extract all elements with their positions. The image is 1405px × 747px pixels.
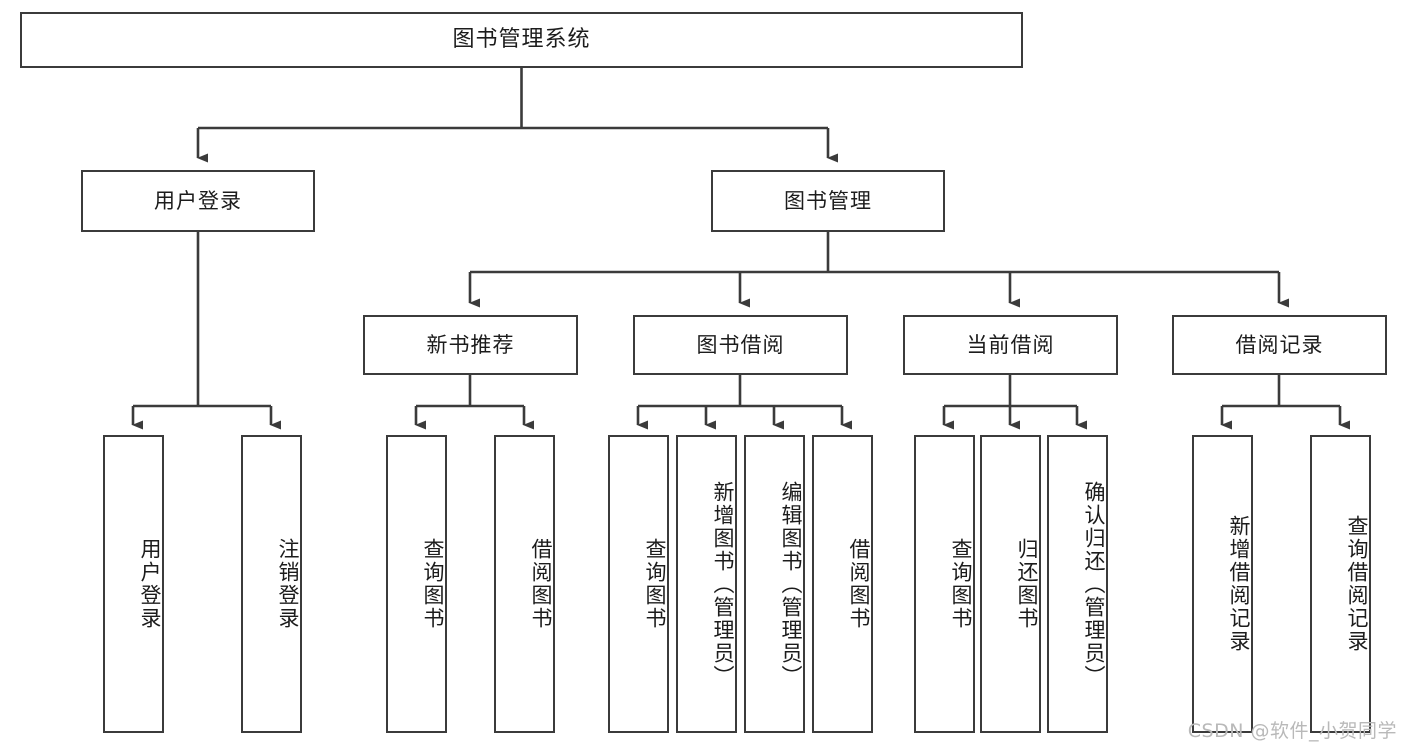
node-root-system[interactable]: 图书管理系统 [20, 12, 1023, 68]
node-leaf-add-book[interactable]: 新增图书（管理员） [676, 435, 737, 733]
node-user-login[interactable]: 用户登录 [81, 170, 315, 232]
node-leaf-return-book-label: 归还图书 [1015, 538, 1039, 630]
node-leaf-edit-book-label: 编辑图书（管理员） [779, 480, 803, 688]
node-leaf-query-borrow-record[interactable]: 查询借阅记录 [1310, 435, 1371, 733]
node-leaf-user-logout-label: 注销登录 [276, 538, 300, 630]
node-book-borrow[interactable]: 图书借阅 [633, 315, 848, 375]
node-leaf-query-book-2-label: 查询图书 [643, 538, 667, 630]
node-leaf-confirm-return-label: 确认归还（管理员） [1082, 480, 1106, 688]
node-leaf-query-book-1-label: 查询图书 [421, 538, 445, 630]
node-leaf-user-login[interactable]: 用户登录 [103, 435, 164, 733]
node-leaf-query-book-3-label: 查询图书 [949, 538, 973, 630]
csdn-watermark: CSDN @软件_小贺同学 [1187, 720, 1397, 742]
node-new-book-recommend[interactable]: 新书推荐 [363, 315, 578, 375]
node-leaf-add-borrow-record[interactable]: 新增借阅记录 [1192, 435, 1253, 733]
node-leaf-borrow-book-1[interactable]: 借阅图书 [494, 435, 555, 733]
node-leaf-query-book-2[interactable]: 查询图书 [608, 435, 669, 733]
node-leaf-edit-book[interactable]: 编辑图书（管理员） [744, 435, 805, 733]
node-leaf-user-logout[interactable]: 注销登录 [241, 435, 302, 733]
node-book-manage[interactable]: 图书管理 [711, 170, 945, 232]
node-leaf-borrow-book-2[interactable]: 借阅图书 [812, 435, 873, 733]
node-leaf-query-book-1[interactable]: 查询图书 [386, 435, 447, 733]
node-leaf-add-borrow-record-label: 新增借阅记录 [1227, 515, 1251, 653]
node-leaf-return-book[interactable]: 归还图书 [980, 435, 1041, 733]
node-leaf-confirm-return[interactable]: 确认归还（管理员） [1047, 435, 1108, 733]
node-leaf-borrow-book-2-label: 借阅图书 [847, 538, 871, 630]
node-leaf-borrow-book-1-label: 借阅图书 [529, 538, 553, 630]
node-leaf-query-book-3[interactable]: 查询图书 [914, 435, 975, 733]
node-leaf-user-login-label: 用户登录 [138, 538, 162, 630]
node-leaf-add-book-label: 新增图书（管理员） [711, 480, 735, 688]
node-leaf-query-borrow-record-label: 查询借阅记录 [1345, 515, 1369, 653]
node-borrow-record[interactable]: 借阅记录 [1172, 315, 1387, 375]
node-current-borrow[interactable]: 当前借阅 [903, 315, 1118, 375]
